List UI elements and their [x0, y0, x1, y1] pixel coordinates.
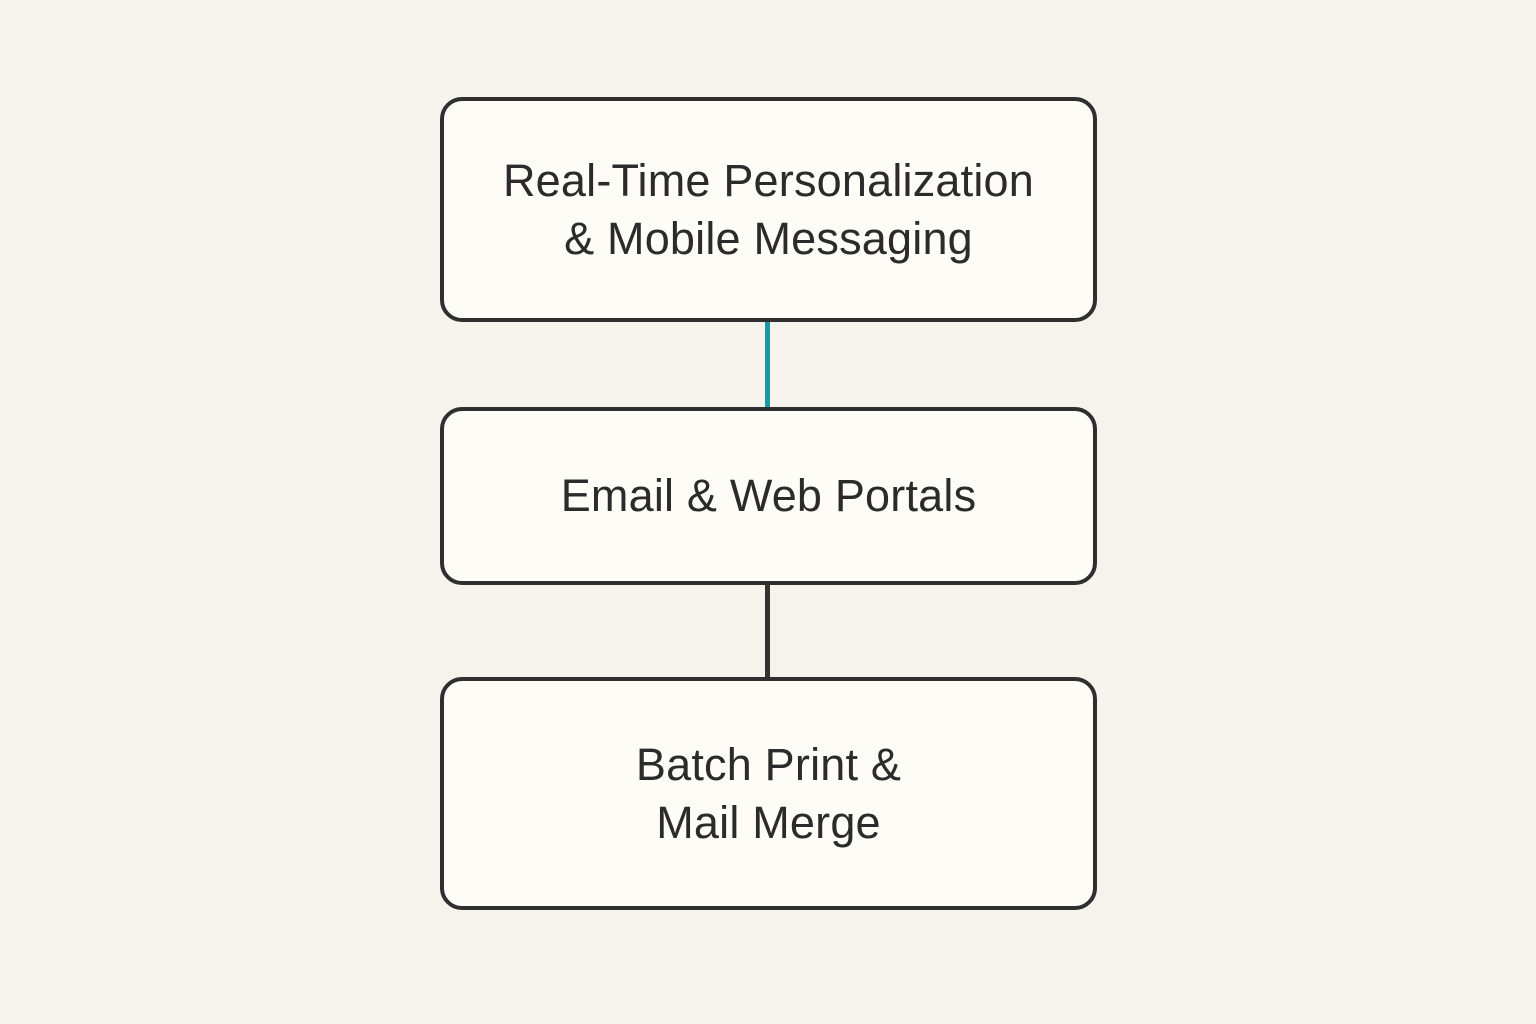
node-label-line: Mail Merge — [656, 796, 881, 848]
node-label-line: Real-Time Personalization — [502, 154, 1035, 206]
node-label-line: & Mobile Messaging — [564, 212, 973, 264]
connector-realtime-to-email — [765, 320, 770, 410]
node-batch-print-mail-merge: Batch Print & Mail Merge — [440, 677, 1097, 910]
node-realtime-personalization-mobile-messaging: Real-Time Personalization & Mobile Messa… — [440, 97, 1097, 322]
node-label-line: Batch Print & — [635, 738, 902, 790]
node-email-web-portals: Email & Web Portals — [440, 407, 1097, 585]
node-label-line: Email & Web Portals — [560, 470, 977, 521]
connector-email-to-batch — [765, 579, 770, 679]
